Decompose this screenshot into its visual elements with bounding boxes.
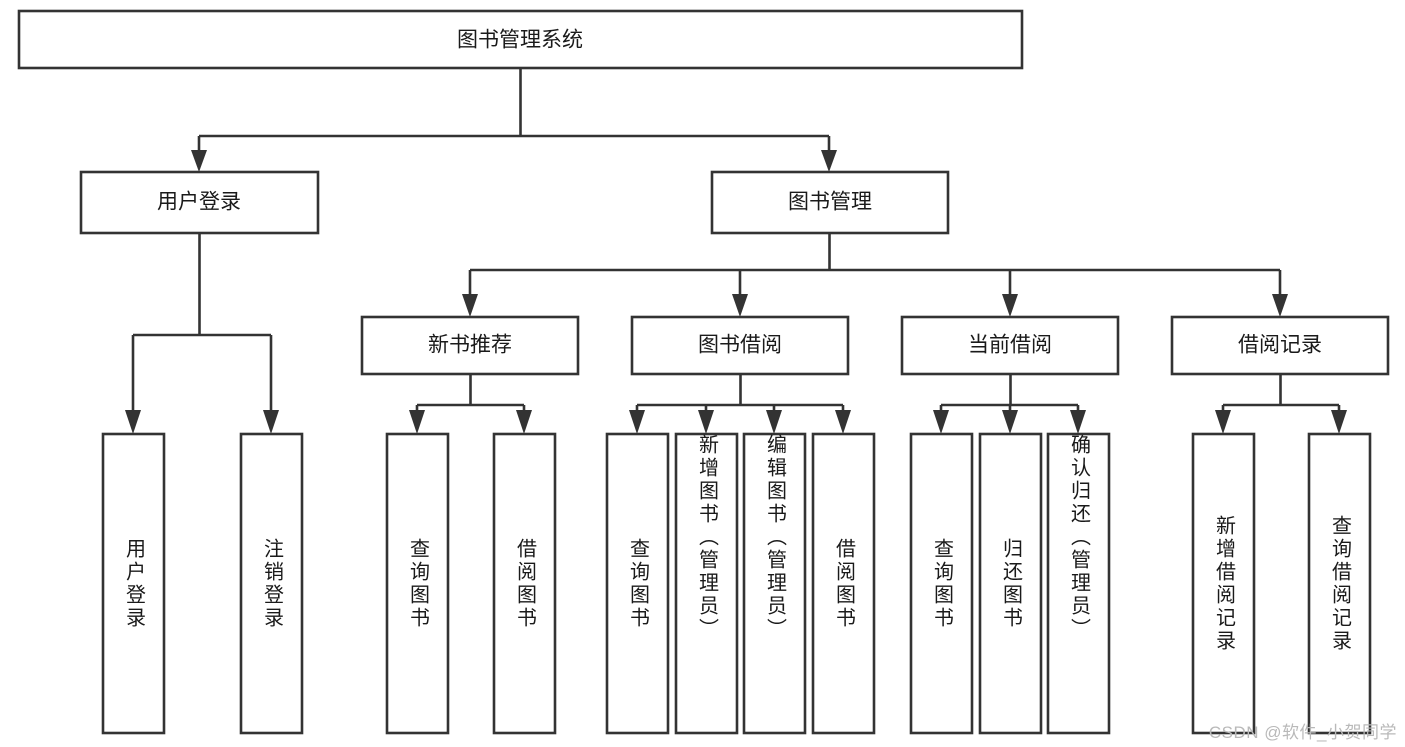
node-new-book-recommend[interactable]: 新书推荐: [360, 315, 580, 376]
csdn-watermark: CSDN @软件_小贺同学: [1208, 723, 1397, 742]
leaf-box-query-book-1[interactable]: [385, 432, 450, 735]
node-book-borrow-label: 图书借阅: [698, 334, 782, 357]
node-book-management[interactable]: 图书管理: [710, 170, 950, 235]
connector-borrowrecord-to-leaves: [1215, 374, 1347, 434]
leaf-box-return-book[interactable]: [978, 432, 1043, 735]
node-user-login[interactable]: 用户登录: [79, 170, 320, 235]
node-root[interactable]: 图书管理系统: [17, 9, 1024, 70]
node-user-login-label: 用户登录: [157, 191, 241, 214]
leaf-box-confirm-return[interactable]: [1046, 432, 1111, 735]
leaf-box-user-login[interactable]: [101, 432, 166, 735]
connector-bookborrow-to-leaves: [629, 374, 851, 434]
leaf-box-query-record[interactable]: [1307, 432, 1372, 735]
leaf-box-edit-book[interactable]: [742, 432, 807, 735]
node-current-borrow-label: 当前借阅: [968, 334, 1052, 357]
node-new-book-recommend-label: 新书推荐: [428, 334, 512, 357]
node-current-borrow[interactable]: 当前借阅: [900, 315, 1120, 376]
node-borrow-record[interactable]: 借阅记录: [1170, 315, 1390, 376]
connector-currentborrow-to-leaves: [933, 374, 1086, 434]
node-book-management-label: 图书管理: [788, 191, 872, 214]
node-borrow-record-label: 借阅记录: [1238, 334, 1322, 357]
node-book-borrow[interactable]: 图书借阅: [630, 315, 850, 376]
leaf-box-borrow-book-1[interactable]: [492, 432, 557, 735]
leaf-box-query-book-2[interactable]: [605, 432, 670, 735]
leaf-box-add-book[interactable]: [674, 432, 739, 735]
leaf-box-query-book-3[interactable]: [909, 432, 974, 735]
node-root-label: 图书管理系统: [457, 29, 583, 52]
connector-userlogin-to-leaves: [125, 233, 279, 434]
leaf-box-user-logout[interactable]: [239, 432, 304, 735]
leaf-box-add-record[interactable]: [1191, 432, 1256, 735]
connector-root-to-level1: [191, 68, 837, 172]
leaf-box-borrow-book-2[interactable]: [811, 432, 876, 735]
connector-bookmgmt-to-level2: [462, 233, 1288, 317]
connector-newbook-to-leaves: [409, 374, 532, 434]
